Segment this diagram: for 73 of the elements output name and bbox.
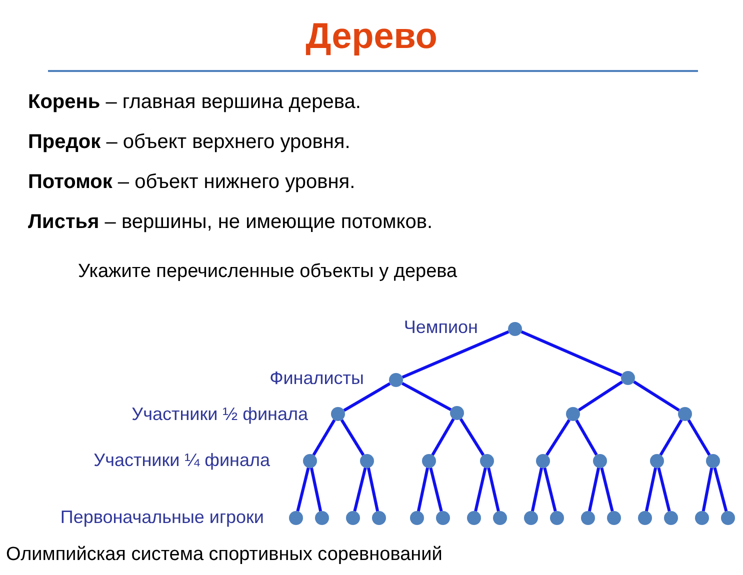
tree-edge	[546, 419, 570, 456]
tree-node	[566, 407, 580, 421]
tree-edge	[416, 468, 430, 512]
tree-node	[536, 454, 550, 468]
tree-edge	[520, 330, 622, 377]
definition-text: Листья – вершины, не имеющие потомков.	[28, 210, 433, 235]
title: Дерево	[306, 18, 438, 54]
tree-node	[621, 371, 635, 385]
level-label: Первоначальные игроки	[60, 506, 264, 528]
tree-edge	[644, 468, 658, 512]
tree-edge	[588, 468, 600, 512]
tree-edge	[340, 419, 365, 456]
tree-edge	[312, 419, 336, 456]
level-label: Участники ½ финала	[132, 403, 308, 426]
tree-node	[593, 454, 607, 468]
tree-node	[638, 511, 652, 525]
tree-node	[422, 454, 436, 468]
tree-edge	[296, 467, 310, 512]
tree-node	[467, 511, 481, 525]
tree-node	[480, 454, 494, 468]
tree-node	[508, 322, 522, 336]
tree-edge	[600, 467, 614, 512]
tree-node	[493, 511, 507, 525]
tree-node	[360, 454, 374, 468]
tree-edge	[487, 468, 500, 512]
tree-edge	[530, 468, 544, 512]
tree-edge	[657, 467, 671, 512]
tree-node	[410, 511, 424, 525]
definition-text: Корень – главная вершина дерева.	[28, 90, 361, 115]
tree-node	[389, 373, 403, 387]
tree-node	[581, 511, 595, 525]
tree-node	[372, 511, 386, 525]
tree-node	[289, 511, 303, 525]
definition-text: Потомок – объект нижнего уровня.	[28, 170, 356, 195]
tree-edge	[575, 419, 598, 456]
tree-edge	[429, 467, 443, 512]
level-label: Финалисты	[270, 367, 364, 390]
tree-node	[607, 511, 621, 525]
tree-node	[706, 454, 720, 468]
tree-node	[303, 454, 317, 468]
level-label: Чемпион	[404, 316, 478, 338]
tree-node	[695, 511, 709, 525]
tree-edge	[713, 467, 728, 512]
tree-node	[315, 511, 329, 525]
tree-edge	[353, 467, 367, 512]
tree-edge	[702, 468, 714, 512]
tree-edge	[578, 380, 623, 412]
tree-edge	[474, 468, 487, 512]
tree-edge	[459, 418, 485, 456]
definition-text: Предок – объект верхнего уровня.	[28, 130, 350, 155]
caption: Олимпийская система спортивных соревнований	[6, 543, 442, 567]
tree-edge	[343, 382, 391, 412]
tree-edge	[402, 330, 510, 379]
tree-edge	[633, 380, 680, 412]
tree-edge	[687, 419, 711, 456]
tree-edge	[310, 468, 322, 512]
tree-edge	[659, 419, 683, 456]
tree-node	[346, 511, 360, 525]
tree-node	[436, 511, 450, 525]
tree-edge	[431, 418, 455, 456]
tree-node	[550, 511, 564, 525]
tree-node	[664, 511, 678, 525]
tree-node	[721, 511, 735, 525]
tree-node	[678, 407, 692, 421]
tree-node	[650, 454, 664, 468]
tree-edge	[543, 467, 557, 512]
question-text: Укажите перечисленные объекты у дерева	[78, 260, 458, 284]
tree-node	[524, 511, 538, 525]
tree-node	[450, 406, 464, 420]
tree-node	[331, 407, 345, 421]
tree-edge	[366, 468, 380, 512]
tree-edge	[401, 382, 452, 411]
level-label: Участники ¼ финала	[94, 449, 270, 472]
